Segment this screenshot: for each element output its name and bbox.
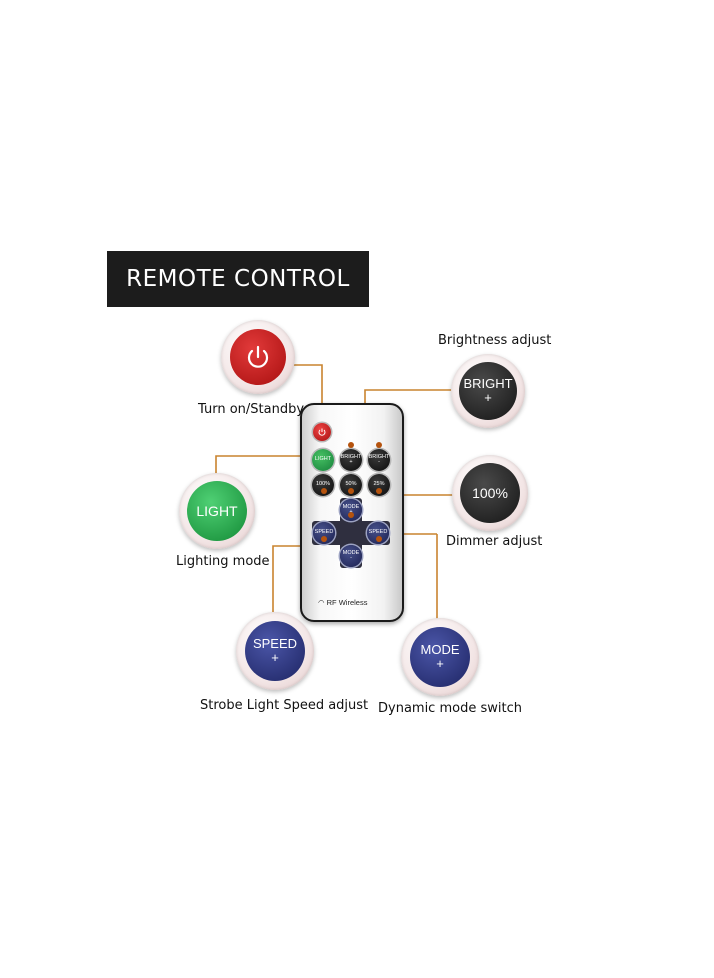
remote-dim-25-label: 25%: [373, 481, 385, 488]
remote-dim-25-button[interactable]: 25%: [368, 474, 390, 496]
brightness-disc: BRIGHT +: [459, 362, 517, 420]
leader-line-light: [215, 455, 316, 475]
title-banner: REMOTE CONTROL: [107, 251, 369, 307]
remote-bright-minus-line2: -: [378, 459, 380, 465]
remote-speed-left-button[interactable]: SPEED: [313, 522, 335, 544]
connector-dot: [348, 512, 354, 518]
remote-bright-minus-button[interactable]: BRIGHT -: [368, 449, 390, 471]
rf-wireless-text: RF Wireless: [326, 598, 368, 607]
remote-speed-right-button[interactable]: SPEED: [367, 522, 389, 544]
brightness-line2: +: [484, 390, 492, 405]
power-icon: [247, 345, 269, 368]
speed-callout-circle: SPEED +: [236, 612, 314, 690]
remote-bright-minus-line1: BRIGHT: [368, 453, 390, 460]
rf-wireless-label: ◠ RF Wireless: [318, 598, 367, 607]
mode-disc: MODE +: [410, 627, 470, 687]
connector-dot: [348, 442, 354, 448]
remote-speed-right-label: SPEED: [368, 529, 388, 536]
banner-title: REMOTE CONTROL: [126, 266, 350, 292]
remote-bright-plus-line2: +: [349, 459, 353, 465]
speed-line2: +: [271, 650, 279, 665]
remote-dim-100-label: 100%: [315, 481, 331, 488]
remote-mode-minus-button[interactable]: MODE -: [340, 545, 362, 567]
remote-bright-plus-line1: BRIGHT: [340, 453, 362, 460]
dimmer-disc: 100%: [460, 463, 520, 523]
dimmer-text: 100%: [472, 484, 508, 501]
light-disc: LIGHT: [187, 481, 247, 541]
speed-line1: SPEED: [252, 636, 298, 652]
speed-label: Strobe Light Speed adjust: [200, 698, 369, 713]
connector-dot: [376, 442, 382, 448]
speed-disc: SPEED +: [245, 621, 305, 681]
remote-mode-plus-line1: MODE: [342, 503, 360, 510]
mode-label: Dynamic mode switch: [378, 701, 522, 716]
remote-control: LIGHT BRIGHT + BRIGHT - 100% 50% 25% MOD…: [300, 403, 404, 622]
mode-line2: +: [436, 656, 444, 671]
power-callout-circle: [221, 320, 295, 394]
light-callout-circle: LIGHT: [179, 473, 255, 549]
dimmer-callout-circle: 100%: [452, 455, 528, 531]
wifi-icon: ◠: [318, 598, 325, 607]
power-label: Turn on/Standby: [198, 402, 305, 417]
remote-power-button[interactable]: [313, 423, 331, 441]
remote-dim-50-label: 50%: [345, 481, 357, 488]
mode-callout-circle: MODE +: [401, 618, 479, 696]
remote-speed-left-label: SPEED: [314, 529, 334, 536]
remote-power-icon: [318, 428, 326, 436]
remote-mode-minus-line2: -: [350, 555, 352, 561]
light-label: Lighting mode: [176, 554, 270, 569]
remote-dim-100-button[interactable]: 100%: [312, 474, 334, 496]
light-text: LIGHT: [196, 502, 238, 519]
power-disc: [230, 329, 286, 385]
connector-dot: [348, 488, 354, 494]
brightness-line1: BRIGHT: [463, 376, 513, 392]
connector-dot: [376, 488, 382, 494]
remote-dim-50-button[interactable]: 50%: [340, 474, 362, 496]
dimmer-label: Dimmer adjust: [446, 534, 543, 549]
mode-line1: MODE: [420, 642, 460, 658]
brightness-label: Brightness adjust: [438, 333, 552, 348]
brightness-callout-circle: BRIGHT +: [451, 354, 525, 428]
remote-mode-minus-line1: MODE: [342, 549, 360, 556]
remote-bright-plus-button[interactable]: BRIGHT +: [340, 449, 362, 471]
connector-dot: [321, 536, 327, 542]
connector-dot: [376, 536, 382, 542]
connector-dot: [321, 488, 327, 494]
remote-light-button[interactable]: LIGHT: [312, 449, 334, 471]
remote-light-label: LIGHT: [314, 456, 332, 463]
